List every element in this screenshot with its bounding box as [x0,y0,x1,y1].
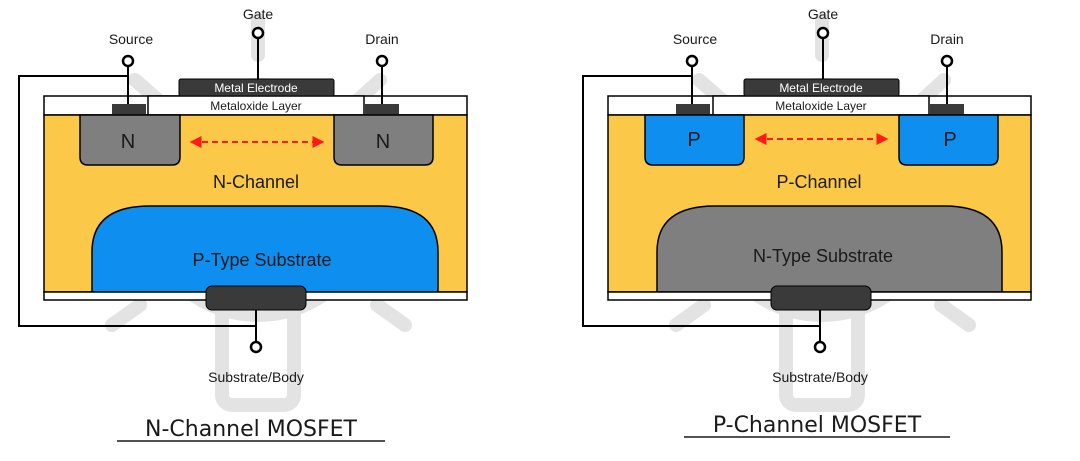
channel-label: N-Channel [213,172,299,192]
body-terminal-node [813,340,827,354]
body-terminal-node [249,340,263,354]
drain-contact [930,104,964,114]
source-terminal-node [121,54,135,68]
source-region-label: N [121,131,135,153]
drain-label: Drain [930,31,963,47]
p-channel-mosfet: Gate Source Drain Metal Electrode Metalo… [582,6,1032,438]
drain-terminal-node [940,54,954,68]
drain-region-label: P [943,129,956,151]
drain-contact [365,104,399,114]
n-channel-mosfet: Gate Source Drain Metal Electrode Metalo… [18,6,468,442]
source-label: Source [673,31,718,47]
source-terminal-node [685,54,699,68]
diagram-title: N-Channel MOSFET [145,417,358,442]
terminal-leads [127,38,383,342]
metal-electrode [178,78,335,97]
substrate-label: P-Type Substrate [192,250,331,270]
body-electrode [770,285,872,311]
drain-well [333,114,434,166]
source-contact [112,104,146,114]
body-electrode [205,285,307,311]
metal-electrode-label: Metal Electrode [779,81,863,95]
source-region-label: P [687,129,700,151]
terminal-nodes [121,26,389,354]
diagram-title: P-Channel MOSFET [713,413,922,438]
channel-label: P-Channel [776,172,861,192]
source-well [644,114,745,166]
substrate-label: N-Type Substrate [753,246,893,266]
substrate-region [91,205,439,293]
gate-label: Gate [808,6,839,22]
metal-electrode [743,78,900,97]
terminal-nodes [685,26,954,354]
terminal-leads [691,38,948,342]
metaloxide-layer-label: Metaloxide Layer [210,99,301,113]
body-label: Substrate/Body [208,369,304,385]
drain-well [898,114,999,166]
body-label: Substrate/Body [772,369,868,385]
gate-terminal-node [251,26,265,40]
drain-terminal-node [375,54,389,68]
gate-label: Gate [243,6,274,22]
drain-region-label: N [376,131,390,153]
metaloxide-layer-label: Metaloxide Layer [775,99,866,113]
gate-terminal-node [816,26,830,40]
source-well [79,114,181,166]
source-label: Source [109,31,154,47]
substrate-region [656,205,1003,293]
source-contact [676,104,710,114]
drain-label: Drain [365,31,398,47]
metal-electrode-label: Metal Electrode [214,81,298,95]
